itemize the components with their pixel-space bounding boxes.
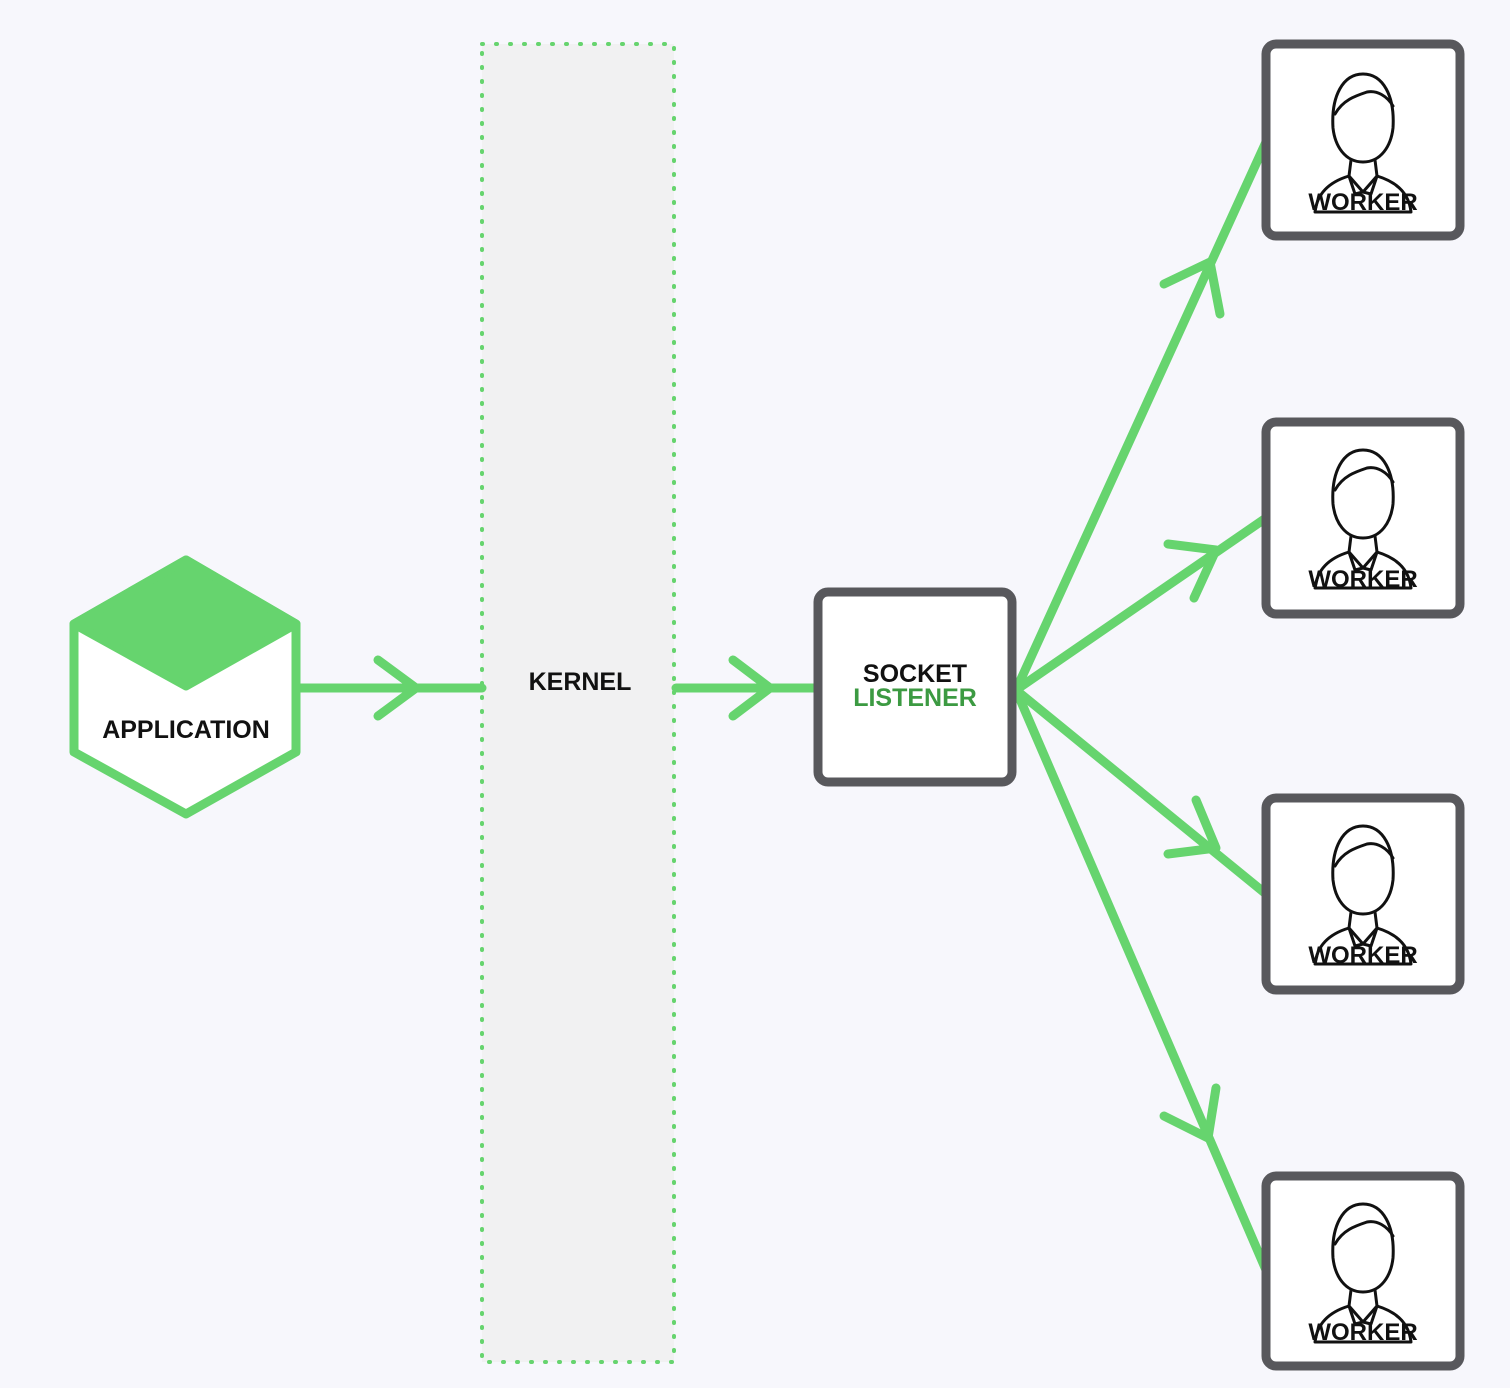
- hexagon-box-icon: [69, 555, 301, 691]
- arrowhead-worker-3: [1163, 795, 1221, 859]
- kernel-band: KERNEL: [480, 42, 676, 1364]
- kernel-label: KERNEL: [529, 668, 632, 696]
- arrow-to-worker-2: [1011, 513, 1271, 695]
- worker-node-2: WORKER: [1261, 417, 1465, 619]
- socket-label: SOCKET: [863, 660, 967, 688]
- arrow-to-worker-3: [1011, 685, 1271, 899]
- listener-label: LISTENER: [853, 684, 977, 712]
- worker-label: WORKER: [1308, 189, 1417, 216]
- application-label: APPLICATION: [102, 716, 270, 744]
- arrow-to-worker-4: [1011, 685, 1271, 1275]
- worker-label: WORKER: [1308, 566, 1417, 593]
- arrow-to-worker-1: [1011, 137, 1271, 695]
- arrowhead-worker-2: [1163, 539, 1221, 603]
- socket-listener-node: SOCKET LISTENER: [813, 587, 1017, 787]
- worker-node-1: WORKER: [1261, 39, 1465, 241]
- worker-label: WORKER: [1308, 942, 1417, 969]
- worker-node-3: WORKER: [1261, 793, 1465, 995]
- arrow-kernel-to-socket: [671, 655, 823, 721]
- application-node: APPLICATION: [69, 555, 301, 819]
- arrows-socket-to-workers: [1011, 137, 1271, 1275]
- arrowhead-worker-4: [1159, 1083, 1221, 1143]
- arrow-application-to-kernel: [291, 655, 487, 721]
- arrowhead-worker-1: [1159, 257, 1225, 319]
- worker-label: WORKER: [1308, 1319, 1417, 1346]
- worker-node-4: WORKER: [1261, 1171, 1465, 1371]
